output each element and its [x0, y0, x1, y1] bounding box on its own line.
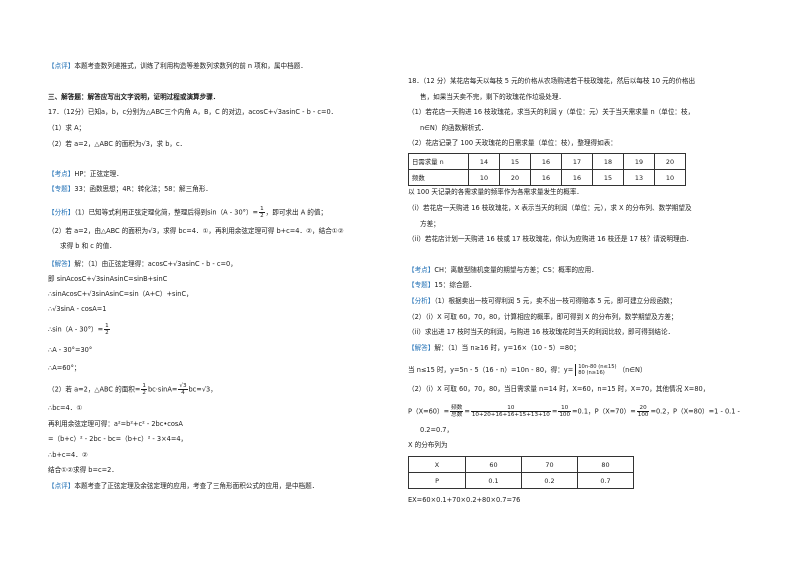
- jieda-17-line9: ∴bc=4．①: [48, 404, 83, 412]
- jieda-17-line11: =（b+c）² - 2bc - bc=（b+c）² - 3×4=4，: [48, 435, 188, 443]
- zhuanti-17: 【专题】33：函数思想；4R：转化法；58：解三角形．: [48, 185, 213, 193]
- jieda-17-line12: ∴b+c=4．②: [48, 451, 88, 459]
- table-row: X 60 70 80: [408, 456, 634, 473]
- jieda-18-line5: 0.2=0.7，: [420, 426, 454, 434]
- question-18-line7: （i）若花店一天购进 16 枝玫瑰花，X 表示当天的利润（单位：元），求 X 的…: [408, 204, 692, 212]
- jieda-18-line2: 当 n≤15 时，y=5n - 5（16 - n）=10n - 80，得：y=1…: [408, 364, 647, 376]
- fenxi-18-line3: （ii）求出进 17 枝时当天的利润，与购进 16 枝玫瑰花时当天的利润比较，即…: [408, 328, 675, 336]
- fenxi-17-line2: （2）若 a=2，由△ABC 的面积为√3，求得 bc=4．①，再利用余弦定理可…: [48, 227, 344, 235]
- table-row: 日需求量 n 14 15 16 17 18 19 20: [408, 153, 686, 170]
- question-18-line3: （1）若花店一天购进 16 枝玫瑰花，求当天的利润 y（单位：元）关于当天需求量…: [408, 108, 695, 116]
- jieda-17-line2: 即 sinAcosC+√3sinAsinC=sinB+sinC: [48, 275, 168, 283]
- jieda-17-line1: 【解答】解：（1）由正弦定理得：acosC+√3asinC - b - c=0，: [48, 260, 237, 268]
- demand-table: 日需求量 n 14 15 16 17 18 19 20 频数 10 20 16 …: [408, 153, 686, 186]
- question-17-part-2: （2）若 a=2，△ABC 的面积为√3，求 b，c．: [48, 140, 187, 148]
- section-heading: 三、解答题：解答应写出文字说明，证明过程或演算步骤．: [48, 93, 220, 101]
- fenxi-18-line2: （2）（i）X 可取 60，70，80，计算相应的概率，即可得到 X 的分布列，…: [408, 313, 678, 321]
- right-column: 18．（12 分）某花店每天以每枝 5 元的价格从农场购进若干枝玫瑰花，然后以每…: [400, 0, 800, 565]
- jieda-18-line7: EX=60×0.1+70×0.2+80×0.7=76: [408, 496, 521, 504]
- table-row: 频数 10 20 16 16 15 13 10: [408, 169, 686, 186]
- jieda-17-line10: 再利用余弦定理可得：a²=b²+c² - 2bc•cosA: [48, 420, 183, 428]
- kaodian-17: 【考点】HP：正弦定理．: [48, 170, 123, 178]
- jieda-18-line3: （2）（i）X 可取 60，70，80，当日需求量 n=14 时，X=60，n=…: [408, 385, 710, 393]
- sqrt-three: √3: [273, 108, 282, 116]
- fenxi-17-line3: 求得 b 和 c 的值．: [60, 242, 116, 250]
- dianping-1: 【点评】本题考查数列递推式，训练了利用构造等差数列求数列的前 n 项和，属中档题…: [48, 62, 307, 70]
- question-18-line9: （ii）若花店计划一天购进 16 枝或 17 枝玫瑰花，你认为应购进 16 枝还…: [408, 235, 693, 243]
- jieda-17-line4: ∴√3sinA - cosA=1: [48, 305, 107, 313]
- fenxi-18-line1: 【分析】（1）根据卖出一枝可得利润 5 元，卖不出一枝可得赔本 5 元，即可建立…: [408, 297, 677, 305]
- jieda-18-line1: 【解答】解：（1）当 n≥16 时，y=16×（10 - 5）=80；: [408, 344, 580, 352]
- question-18-line5: （2）花店记录了 100 天玫瑰花的日需求量（单位：枝），整理得如表：: [408, 139, 617, 147]
- distribution-table: X 60 70 80 P 0.1 0.2 0.7: [408, 456, 634, 489]
- dianping-tag: 【点评】: [48, 62, 75, 70]
- jieda-17-line3: ∴sinAcosC+√3sinAsinC=sin（A+C）+sinC，: [48, 290, 193, 298]
- jieda-18-line6: X 的分布列为: [408, 441, 448, 449]
- question-18-line6: 以 100 天记录的各需求量的频率作为各需求量发生的概率．: [408, 188, 584, 196]
- question-18-line2: 售，如果当天卖不完，剩下的玫瑰花作垃圾处理．: [420, 93, 566, 101]
- table-row: P 0.1 0.2 0.7: [408, 472, 634, 489]
- question-17-stem: 17．（12分）已知a，b，c分别为△ABC三个内角 A，B，C 的对边，aco…: [48, 108, 338, 116]
- jieda-17-line13: 结合①②求得 b=c=2．: [48, 466, 118, 474]
- piecewise-brace: 10n-80 (n≤15)80 (n≥16): [575, 364, 617, 376]
- kaodian-18: 【考点】CH：离散型随机变量的期望与方差；CS：概率的应用．: [408, 266, 598, 274]
- jieda-17-line7: ∴A=60°；: [48, 364, 81, 372]
- dianping-2: 【点评】本题考查了正弦定理及余弦定理的应用，考查了三角形面积公式的应用，是中档题…: [48, 482, 319, 490]
- question-17-part-1: （1）求 A；: [48, 124, 86, 132]
- zhuanti-18: 【专题】15：综合题．: [408, 281, 476, 289]
- jieda-17-line6: ∴A - 30°=30°: [48, 346, 93, 354]
- question-18-line1: 18．（12 分）某花店每天以每枝 5 元的价格从农场购进若干枝玫瑰花，然后以每…: [408, 77, 696, 85]
- question-18-line8: 方差；: [420, 220, 440, 228]
- left-column: 【点评】本题考查数列递推式，训练了利用构造等差数列求数列的前 n 项和，属中档题…: [48, 62, 344, 490]
- question-18-line4: n∈N）的函数解析式．: [420, 124, 488, 132]
